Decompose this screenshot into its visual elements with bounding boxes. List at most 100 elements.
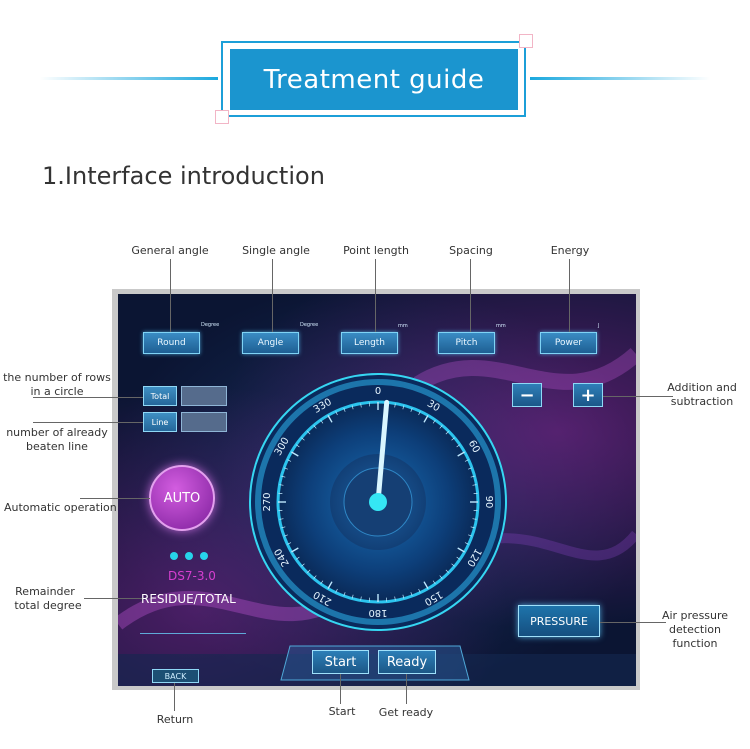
pointer-line [340, 674, 341, 704]
dial-tick [343, 407, 346, 412]
annotation-remainder-2: total degree [14, 599, 82, 612]
dial-label: 0 [375, 386, 381, 397]
annotation-remainder-1: Remainder [15, 585, 75, 598]
ready-button[interactable]: Ready [378, 650, 436, 674]
dial-tick [464, 542, 469, 545]
annotation-air-2: detection function [669, 623, 721, 650]
dial-tick [445, 431, 449, 435]
dial-tick [470, 475, 475, 478]
annotation-air-1: Air pressure [661, 609, 729, 622]
banner-corner-decoration [215, 110, 229, 124]
banner-corner-decoration [519, 34, 533, 48]
annotation-general-angle: General angle [131, 244, 209, 257]
dial-tick [320, 580, 324, 585]
bottom-bar-panel [280, 645, 470, 681]
page-title: Treatment guide [230, 49, 518, 110]
dial-tick [307, 431, 311, 435]
auto-button[interactable]: AUTO [149, 465, 215, 531]
dial-tick [283, 467, 288, 470]
dial-tick [432, 419, 436, 424]
header-line-right [530, 77, 710, 80]
dial-tick [327, 415, 333, 423]
total-value [181, 386, 227, 406]
dial-tick [335, 588, 338, 593]
dial-label: 180 [368, 607, 387, 618]
dial-tick [343, 592, 346, 597]
dial-tick [327, 581, 333, 589]
back-button[interactable]: BACK [152, 669, 199, 683]
header-line-left [40, 77, 218, 80]
dial-tick [313, 575, 317, 579]
pointer-line [569, 259, 570, 332]
annotation-start: Start [328, 705, 356, 718]
dial-tick [439, 425, 443, 429]
dial-tick [451, 437, 455, 441]
power-unit: J [598, 323, 600, 329]
pitch-button[interactable]: Pitch [438, 332, 495, 354]
dial-tick [468, 534, 473, 537]
annotation-add-sub-2: subtraction [670, 395, 734, 408]
dial-tick [472, 484, 477, 486]
length-unit: mm [398, 323, 408, 329]
annotation-single-angle: Single angle [242, 244, 310, 257]
status-dot [185, 552, 193, 560]
dial-tick [351, 405, 354, 410]
dial-tick [418, 588, 421, 593]
plus-button[interactable]: + [573, 383, 603, 407]
section-title: 1.Interface introduction [42, 162, 325, 190]
dial-tick [295, 444, 300, 448]
dial-tick [457, 547, 465, 553]
angle-button[interactable]: Angle [242, 332, 299, 354]
annotation-beaten-line-2: beaten line [26, 440, 88, 453]
line-tag: Line [143, 412, 177, 432]
annotation-auto-op: Automatic operation [4, 501, 117, 514]
pointer-line [603, 396, 673, 397]
dial-label: 270 [262, 492, 273, 511]
pointer-line [600, 622, 666, 623]
model-label: DS7-3.0 [168, 569, 216, 583]
round-unit: Degree [201, 322, 220, 328]
dial-tick [301, 437, 305, 441]
dial-tick [283, 534, 288, 537]
residue-total-label: RESIDUE/TOTAL [141, 592, 236, 606]
pointer-line [375, 259, 376, 332]
minus-button[interactable]: − [512, 383, 542, 407]
pitch-unit: mm [496, 323, 506, 329]
dial-tick [291, 547, 299, 553]
dial-tick [360, 596, 362, 601]
dial-tick [279, 518, 284, 520]
dial-tick [281, 526, 286, 529]
dial-tick [307, 569, 311, 573]
dial-tick [423, 415, 429, 423]
dial-tick [394, 596, 396, 601]
start-button[interactable]: Start [312, 650, 369, 674]
annotation-rows-circle-2: in a circle [30, 385, 84, 398]
dial-tick [468, 467, 473, 470]
power-button[interactable]: Power [540, 332, 597, 354]
dial-tick [456, 556, 461, 560]
dial-needle [375, 399, 390, 505]
pointer-line [170, 259, 171, 332]
length-button[interactable]: Length [341, 332, 398, 354]
dial-tick [402, 594, 405, 599]
pointer-line [33, 422, 143, 423]
round-button[interactable]: Round [143, 332, 200, 354]
banner-frame [221, 41, 526, 117]
pressure-button[interactable]: PRESSURE [518, 605, 600, 637]
dial-hub [369, 493, 387, 511]
dial-tick [295, 556, 300, 560]
dial-tick [470, 526, 475, 529]
dial-tick [394, 403, 396, 408]
dial-tick [439, 575, 443, 579]
dial-tick [360, 403, 362, 408]
dial-tick [335, 411, 338, 416]
annotation-point-length: Point length [343, 244, 409, 257]
dial-tick [402, 405, 405, 410]
dial-tick [279, 484, 284, 486]
status-dot [170, 552, 178, 560]
status-dot [200, 552, 208, 560]
pointer-line [33, 397, 143, 398]
dial-tick [410, 592, 413, 597]
dial-tick [287, 459, 292, 462]
dial-tick [291, 451, 299, 457]
